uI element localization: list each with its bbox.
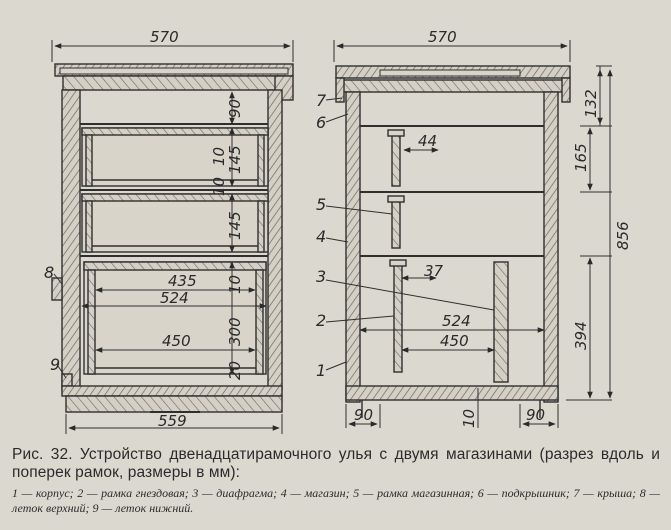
right-dim-44: 44 (418, 132, 437, 150)
caption-legend: 1 — корпус; 2 — рамка гнездовая; 3 — диа… (12, 486, 660, 515)
figure-caption: Рис. 32. Устройство двенадцатирамочного … (12, 446, 660, 516)
left-dim-10-c: 10 (226, 275, 244, 294)
right-dim-37: 37 (424, 262, 444, 280)
left-roof-inner (62, 75, 284, 91)
right-magazine-frame-upper (387, 129, 405, 187)
right-dim-90-right: 90 (526, 406, 545, 424)
left-lower-entrance (61, 373, 73, 387)
right-width-top-dimension (333, 40, 571, 62)
left-view: 570 (51, 28, 294, 434)
left-magazine-frame-lower (81, 193, 269, 253)
label-roof: 7 (316, 91, 327, 110)
left-dim-559: 559 (158, 412, 187, 430)
right-body-wall-left (345, 91, 361, 403)
left-dim-450: 450 (162, 332, 191, 350)
left-body-wall-right (267, 89, 283, 391)
left-dim-10-a: 10 (210, 147, 228, 166)
right-nest-frame (389, 259, 407, 373)
left-width-top-dimension (51, 40, 294, 62)
left-nest-frame (83, 261, 267, 375)
left-width-bottom-dimension (65, 414, 283, 434)
right-width-top-label: 570 (428, 28, 457, 46)
right-dim-856: 856 (614, 221, 632, 250)
label-body: 1 (316, 361, 326, 380)
right-under-roof (341, 79, 565, 93)
left-dim-10-b: 10 (210, 177, 228, 196)
beehive-drawing: 570 (44, 28, 632, 434)
caption-title: Рис. 32. Устройство двенадцатирамочного … (12, 446, 660, 481)
right-magazine-frame-lower (387, 195, 405, 249)
right-dim-450: 450 (440, 332, 469, 350)
right-dimension-labels: 44 37 524 450 132 165 856 394 90 10 90 7… (316, 89, 632, 428)
left-body-bottom (61, 385, 283, 397)
right-view: 570 (333, 28, 613, 428)
right-dim-132: 132 (582, 89, 600, 118)
label-upper-entrance: 8 (44, 263, 54, 282)
left-dim-90: 90 (226, 99, 244, 118)
left-dimension-labels: 90 10 145 10 145 10 435 524 300 450 20 5… (44, 99, 244, 430)
label-diaphragm: 3 (316, 267, 326, 286)
left-dim-20: 20 (226, 361, 244, 380)
left-width-top-label: 570 (150, 28, 179, 46)
right-dim-10: 10 (460, 409, 478, 428)
left-dim-145-a: 145 (226, 145, 244, 174)
right-body-wall-right (543, 91, 559, 403)
label-lower-entrance: 9 (50, 355, 60, 374)
left-stand (65, 395, 283, 413)
left-dim-145-b: 145 (226, 211, 244, 240)
label-magazine-frame: 5 (316, 195, 326, 214)
left-dim-300: 300 (226, 317, 244, 346)
right-dim-524: 524 (442, 312, 471, 330)
left-body-wall-left (61, 89, 81, 391)
right-body-bottom (345, 385, 559, 401)
label-under-roof: 6 (316, 113, 326, 132)
right-dim-90-left: 90 (354, 406, 373, 424)
left-magazine-frame-upper (81, 127, 269, 187)
right-diaphragm (493, 261, 509, 383)
label-magazine: 4 (316, 227, 326, 246)
left-dim-435: 435 (168, 272, 197, 290)
left-dim-524: 524 (160, 289, 189, 307)
label-nest-frame: 2 (316, 311, 326, 330)
right-dim-165: 165 (572, 143, 590, 172)
right-dim-394: 394 (572, 321, 590, 350)
